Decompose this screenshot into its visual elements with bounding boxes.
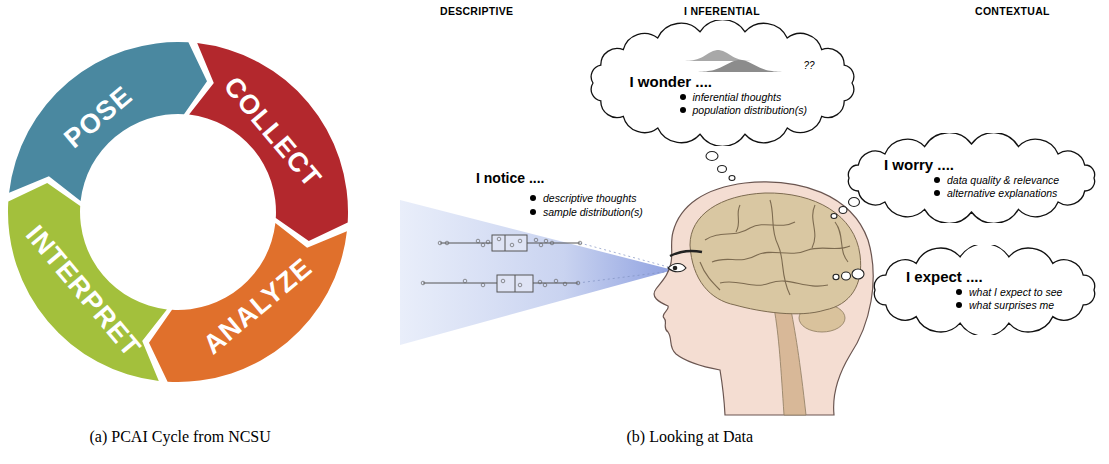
distribution-curve	[698, 60, 782, 72]
thought-cloud: I worry ....data quality & relevancealte…	[838, 133, 1105, 223]
sketch-row: ??	[670, 49, 815, 73]
caption: (b) Looking at Data	[627, 428, 754, 446]
brain	[690, 193, 861, 314]
boxplots	[423, 235, 580, 292]
data-point	[481, 243, 485, 247]
data-point	[554, 279, 558, 283]
bullet-item: what surprises me	[956, 299, 1062, 312]
eye	[668, 264, 686, 272]
column-heading: CONTEXTUAL	[975, 5, 1050, 17]
data-point	[550, 241, 554, 245]
cloud-content: I expect ....what I expect to seewhat su…	[906, 268, 1062, 312]
data-point	[563, 282, 567, 286]
pupil	[673, 266, 678, 271]
data-point	[421, 281, 425, 285]
pcai-ring	[8, 42, 348, 382]
distribution-sketch	[670, 49, 800, 73]
eyebrow	[670, 251, 702, 256]
head-outline	[654, 182, 873, 415]
cloud-heading: I worry ....	[884, 156, 1059, 174]
notice-heading: I notice ....	[476, 170, 544, 186]
cloud-heading: I wonder ....	[630, 73, 815, 91]
view-cone	[400, 200, 673, 345]
data-points	[421, 237, 582, 287]
cloud-content: I worry ....data quality & relevancealte…	[884, 156, 1059, 200]
bullet-item: data quality & relevance	[934, 174, 1059, 187]
bullet-item: sample distribution(s)	[530, 206, 643, 219]
cloud-shape	[848, 133, 1094, 223]
column-heading: DESCRIPTIVE	[440, 5, 513, 17]
cloud-outline	[582, 20, 863, 146]
bullet-item: population distribution(s)	[680, 104, 815, 117]
bullet-item: inferential thoughts	[680, 91, 815, 104]
thought-bubbles	[706, 152, 864, 281]
data-point	[486, 240, 490, 244]
question-mark: ??	[804, 60, 815, 71]
data-point	[510, 243, 514, 247]
thought-cloud: I expect ....what I expect to seewhat su…	[864, 245, 1105, 335]
data-point	[497, 237, 501, 241]
bullet-item: descriptive thoughts	[530, 192, 636, 205]
cloud-heading: I expect ....	[906, 268, 1062, 286]
caption: (a) PCAI Cycle from NCSU	[90, 428, 271, 446]
data-point	[463, 279, 467, 283]
data-point	[538, 280, 542, 284]
data-point	[534, 238, 538, 242]
data-point	[518, 239, 522, 243]
data-point	[476, 239, 480, 243]
cloud-shape	[591, 20, 854, 146]
cycle-arrow	[189, 43, 348, 241]
cycle-arrow	[9, 42, 207, 201]
cycle-arrow	[8, 183, 167, 381]
data-point	[578, 241, 582, 245]
bullet-item: alternative explanations	[934, 187, 1059, 200]
column-heading: I NFERENTIAL	[684, 5, 760, 17]
data-point	[543, 283, 547, 287]
data-point	[544, 239, 548, 243]
bullet-item: what I expect to see	[956, 286, 1062, 299]
data-point	[501, 279, 505, 283]
data-point	[445, 241, 449, 245]
data-point	[481, 283, 485, 287]
cycle-arrow	[149, 223, 347, 382]
sight-lines	[578, 243, 672, 283]
brain-folds	[700, 200, 850, 295]
distribution-curve	[685, 50, 751, 61]
data-point	[518, 283, 522, 287]
data-point	[438, 241, 442, 245]
cloud-content: ?? I wonder ....inferential thoughtspopul…	[630, 49, 815, 117]
thought-cloud: ?? I wonder ....inferential thoughtspopul…	[582, 20, 863, 146]
data-point	[576, 281, 580, 285]
cloud-shape	[874, 245, 1094, 335]
data-point	[539, 243, 543, 247]
